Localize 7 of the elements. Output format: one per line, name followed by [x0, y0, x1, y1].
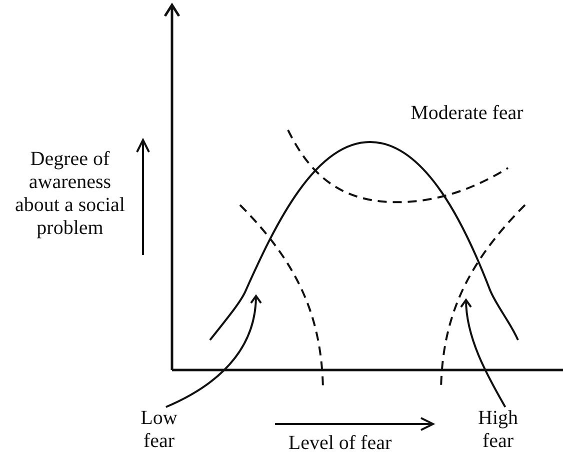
curve-label: Low fear	[130, 407, 188, 453]
leader-arrow	[166, 295, 262, 408]
axis-label: Level of fear	[287, 432, 393, 455]
leader-arrow	[460, 299, 506, 408]
axis-label: Degree of awareness about a social problem	[14, 148, 126, 240]
curve-label: High fear	[468, 407, 528, 453]
region-label: Moderate fear	[410, 102, 524, 125]
